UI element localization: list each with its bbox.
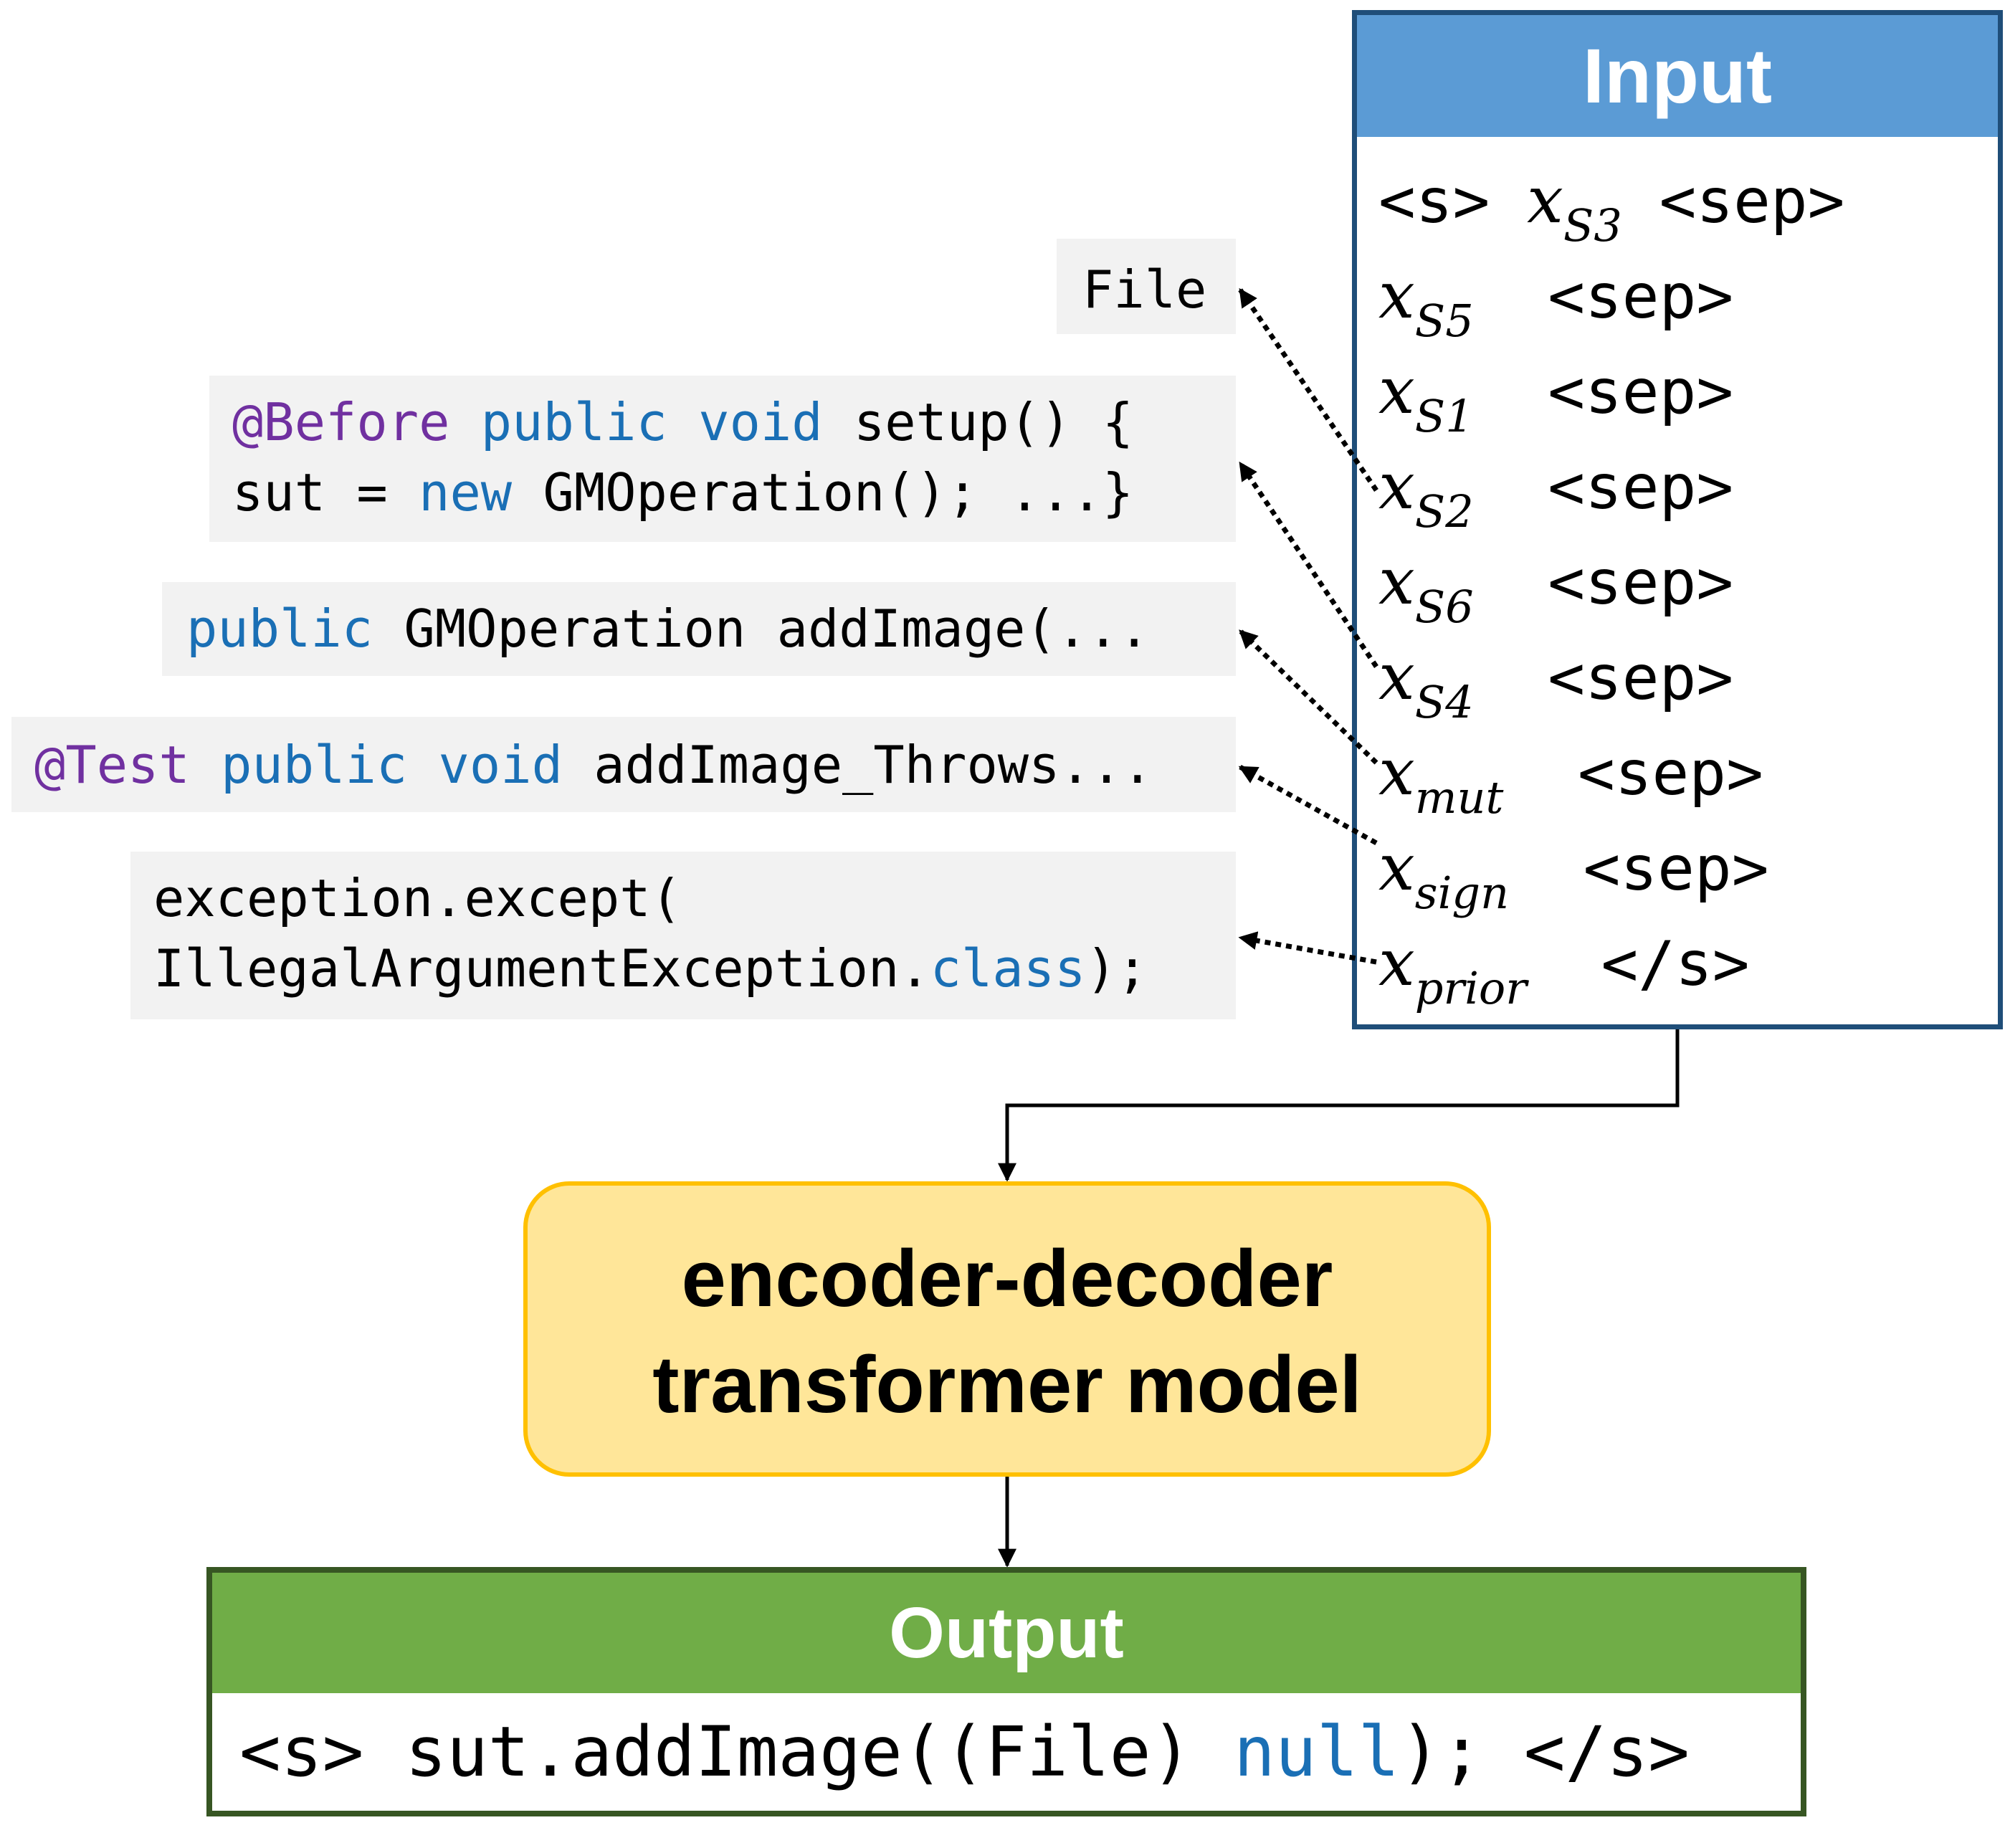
token-variable-subscript: S6 [1414,581,1474,633]
token-variable-subscript: S1 [1414,390,1474,442]
token-variable-subscript: sign [1414,867,1510,919]
keyword-token: class [930,938,1086,999]
input-token-row: <s> xS3 <sep> [1378,154,1845,248]
arrow-mut-to-method [1238,629,1378,765]
keyword-token: public void [189,735,563,795]
token-variable-subscript: mut [1414,771,1504,824]
code-text: addImage_Throws... [562,735,1153,795]
output-box: Output <s> sut.addImage((File) null); </… [206,1567,1806,1816]
snippet-test: @Test public void addImage_Throws... [11,717,1236,812]
token-variable: xsign [1378,830,1509,915]
input-token-row: xS5 <sep> [1378,249,1733,343]
keyword-token: public void [449,392,823,452]
token-variable-base: x [1378,353,1415,429]
snippet-file-text: File [1082,259,1207,320]
token-suffix: <sep> [1473,642,1734,714]
snippet-setup: @Before public void setup() {sut = new G… [209,376,1236,542]
annotation-token: @Before [232,392,450,452]
code-text: sut = [232,462,419,523]
code-text: setup() { [822,392,1134,452]
snippet-file: File [1057,239,1236,334]
token-variable-base: x [1527,163,1563,238]
arrow-s4-to-setup [1238,461,1378,668]
token-suffix: <sep> [1473,547,1734,619]
output-seq-part: <s> sut.addImage((File) [239,1712,1234,1792]
token-variable: xmut [1378,735,1503,820]
token-variable-base: x [1378,449,1415,524]
input-token-row: xS6 <sep> [1378,535,1733,629]
arrow-prior-to-exception [1238,931,1377,965]
token-variable: xS5 [1378,258,1474,343]
token-variable-subscript: prior [1414,962,1527,1014]
input-box: Input <s> xS3 <sep>xS5 <sep>xS1 <sep>xS2… [1352,10,2003,1029]
input-title: Input [1357,15,1998,137]
token-suffix: </s> [1526,928,1750,1000]
arrow-sign-to-test [1238,764,1378,846]
token-suffix: <sep> [1473,452,1734,523]
input-token-row: xmut <sep> [1378,726,1763,820]
token-variable-base: x [1378,925,1415,1001]
token-variable-subscript: S5 [1414,295,1474,347]
input-token-row: xS4 <sep> [1378,631,1734,725]
token-variable-base: x [1378,258,1415,333]
token-variable-base: x [1378,639,1415,715]
keyword-token: null [1234,1712,1400,1792]
token-suffix: <sep> [1503,738,1763,809]
model-box: encoder-decoder transformer model [523,1181,1491,1477]
token-variable: xS2 [1378,449,1474,534]
code-text: GMOperation(); ...} [512,462,1134,523]
arrow-input-to-model [998,1029,1680,1182]
token-variable: xS4 [1378,639,1474,725]
snippet-setup-line1: @Before public void setup() { [232,387,1236,457]
snippet-exception-line1: exception.except( [153,868,682,928]
input-token-row: xS1 <sep> [1378,345,1734,439]
snippet-method: public GMOperation addImage(... [162,582,1236,676]
token-variable: xS1 [1378,353,1474,439]
annotation-token: @Test [34,735,190,795]
snippet-exception: exception.except(IllegalArgumentExceptio… [130,852,1236,1019]
token-suffix: <sep> [1473,356,1734,428]
code-text: IllegalArgumentException. [153,938,930,999]
input-token-row: xsign <sep> [1378,821,1768,915]
output-title: Output [212,1573,1801,1693]
token-variable-subscript: S3 [1563,199,1622,252]
output-sequence: <s> sut.addImage((File) null); </s> [239,1693,1690,1811]
token-variable: xprior [1378,925,1527,1011]
model-label-line2: transformer model [652,1340,1362,1429]
snippet-exception-line2: IllegalArgumentException.class); [153,933,1236,1004]
token-suffix: <sep> [1473,261,1734,333]
token-variable-base: x [1378,830,1415,905]
keyword-token: public [186,599,373,659]
token-variable-base: x [1378,544,1415,619]
model-label-line1: encoder-decoder [681,1234,1333,1323]
code-text: ); [1085,938,1148,999]
token-prefix: <s> [1378,166,1528,237]
input-token-row: xprior </s> [1378,917,1750,1011]
input-token-row: xS2 <sep> [1378,440,1734,534]
token-variable: xS6 [1378,544,1474,629]
arrow-s2-to-file [1238,287,1378,492]
snippet-setup-line2: sut = new GMOperation(); ...} [232,457,1236,528]
token-variable: xS3 [1527,163,1622,248]
token-variable-base: x [1378,735,1415,810]
code-text: GMOperation addImage(... [373,599,1150,659]
output-seq-part: ); </s> [1399,1712,1690,1792]
token-suffix: <sep> [1621,166,1845,237]
token-suffix: <sep> [1509,833,1769,905]
keyword-token: new [419,462,513,523]
token-variable-subscript: S4 [1414,676,1474,728]
token-variable-subscript: S2 [1414,485,1474,538]
